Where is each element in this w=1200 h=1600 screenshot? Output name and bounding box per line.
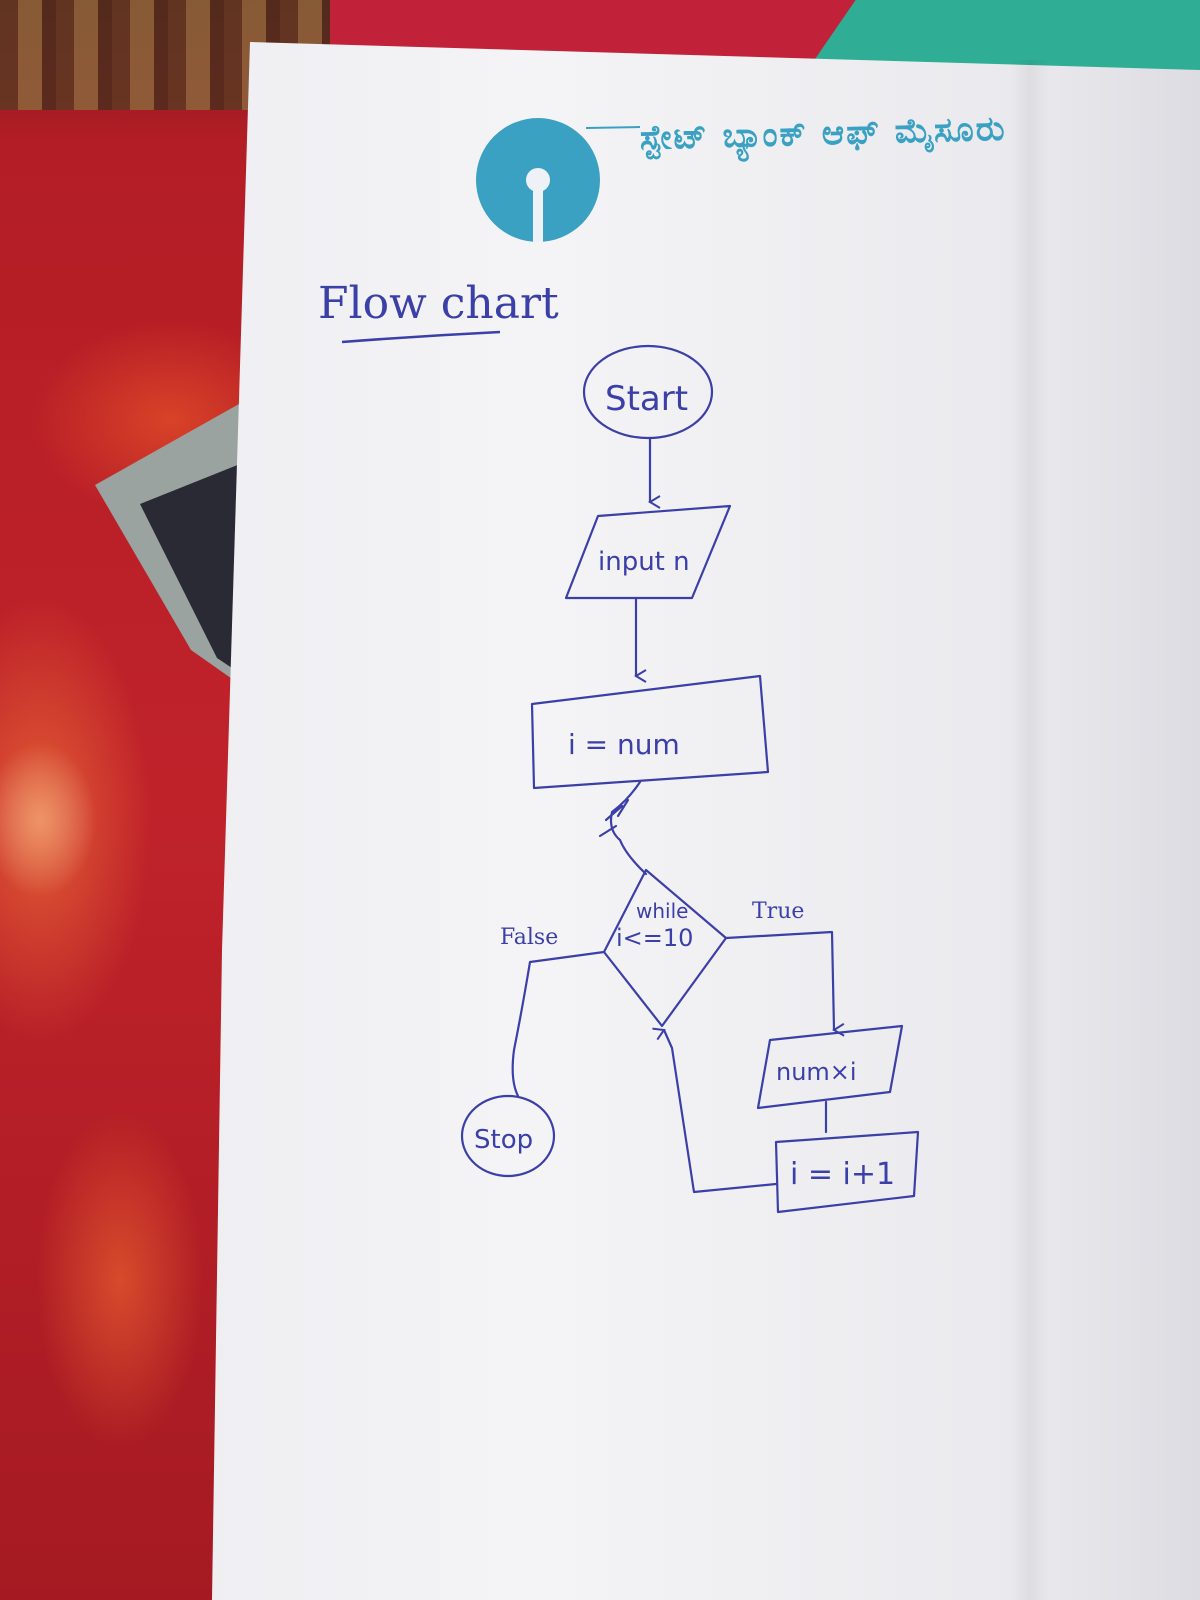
edge-assign-decision bbox=[609, 780, 648, 876]
input-label: input n bbox=[598, 547, 690, 577]
bank-logo-icon bbox=[476, 118, 600, 242]
false-label: False bbox=[500, 925, 558, 950]
condition-line1: while bbox=[636, 899, 688, 923]
edge-loop-back bbox=[652, 1027, 778, 1194]
true-label: True bbox=[752, 899, 804, 924]
edge-true bbox=[724, 930, 845, 1037]
multiply-label: num×i bbox=[776, 1058, 857, 1086]
stop-terminal bbox=[460, 1094, 556, 1178]
start-terminal bbox=[582, 344, 714, 440]
increment-label: i = i+1 bbox=[790, 1157, 895, 1192]
condition-line2: i<=10 bbox=[616, 924, 693, 952]
multiply-node bbox=[756, 1024, 904, 1110]
paper-fold bbox=[1010, 60, 1050, 1600]
assign-node bbox=[530, 674, 770, 790]
edge-scribble bbox=[598, 798, 630, 838]
edge-false bbox=[511, 950, 606, 1098]
increment-node bbox=[774, 1130, 920, 1214]
assign-label: i = num bbox=[568, 728, 680, 761]
decision-node bbox=[602, 868, 728, 1028]
input-node bbox=[564, 504, 732, 600]
letterhead-dash bbox=[585, 126, 641, 129]
heading-text: Flow chart bbox=[318, 278, 559, 329]
stop-label: Stop bbox=[474, 1125, 533, 1155]
start-label: Start bbox=[605, 379, 688, 419]
heading-underline bbox=[341, 330, 501, 344]
